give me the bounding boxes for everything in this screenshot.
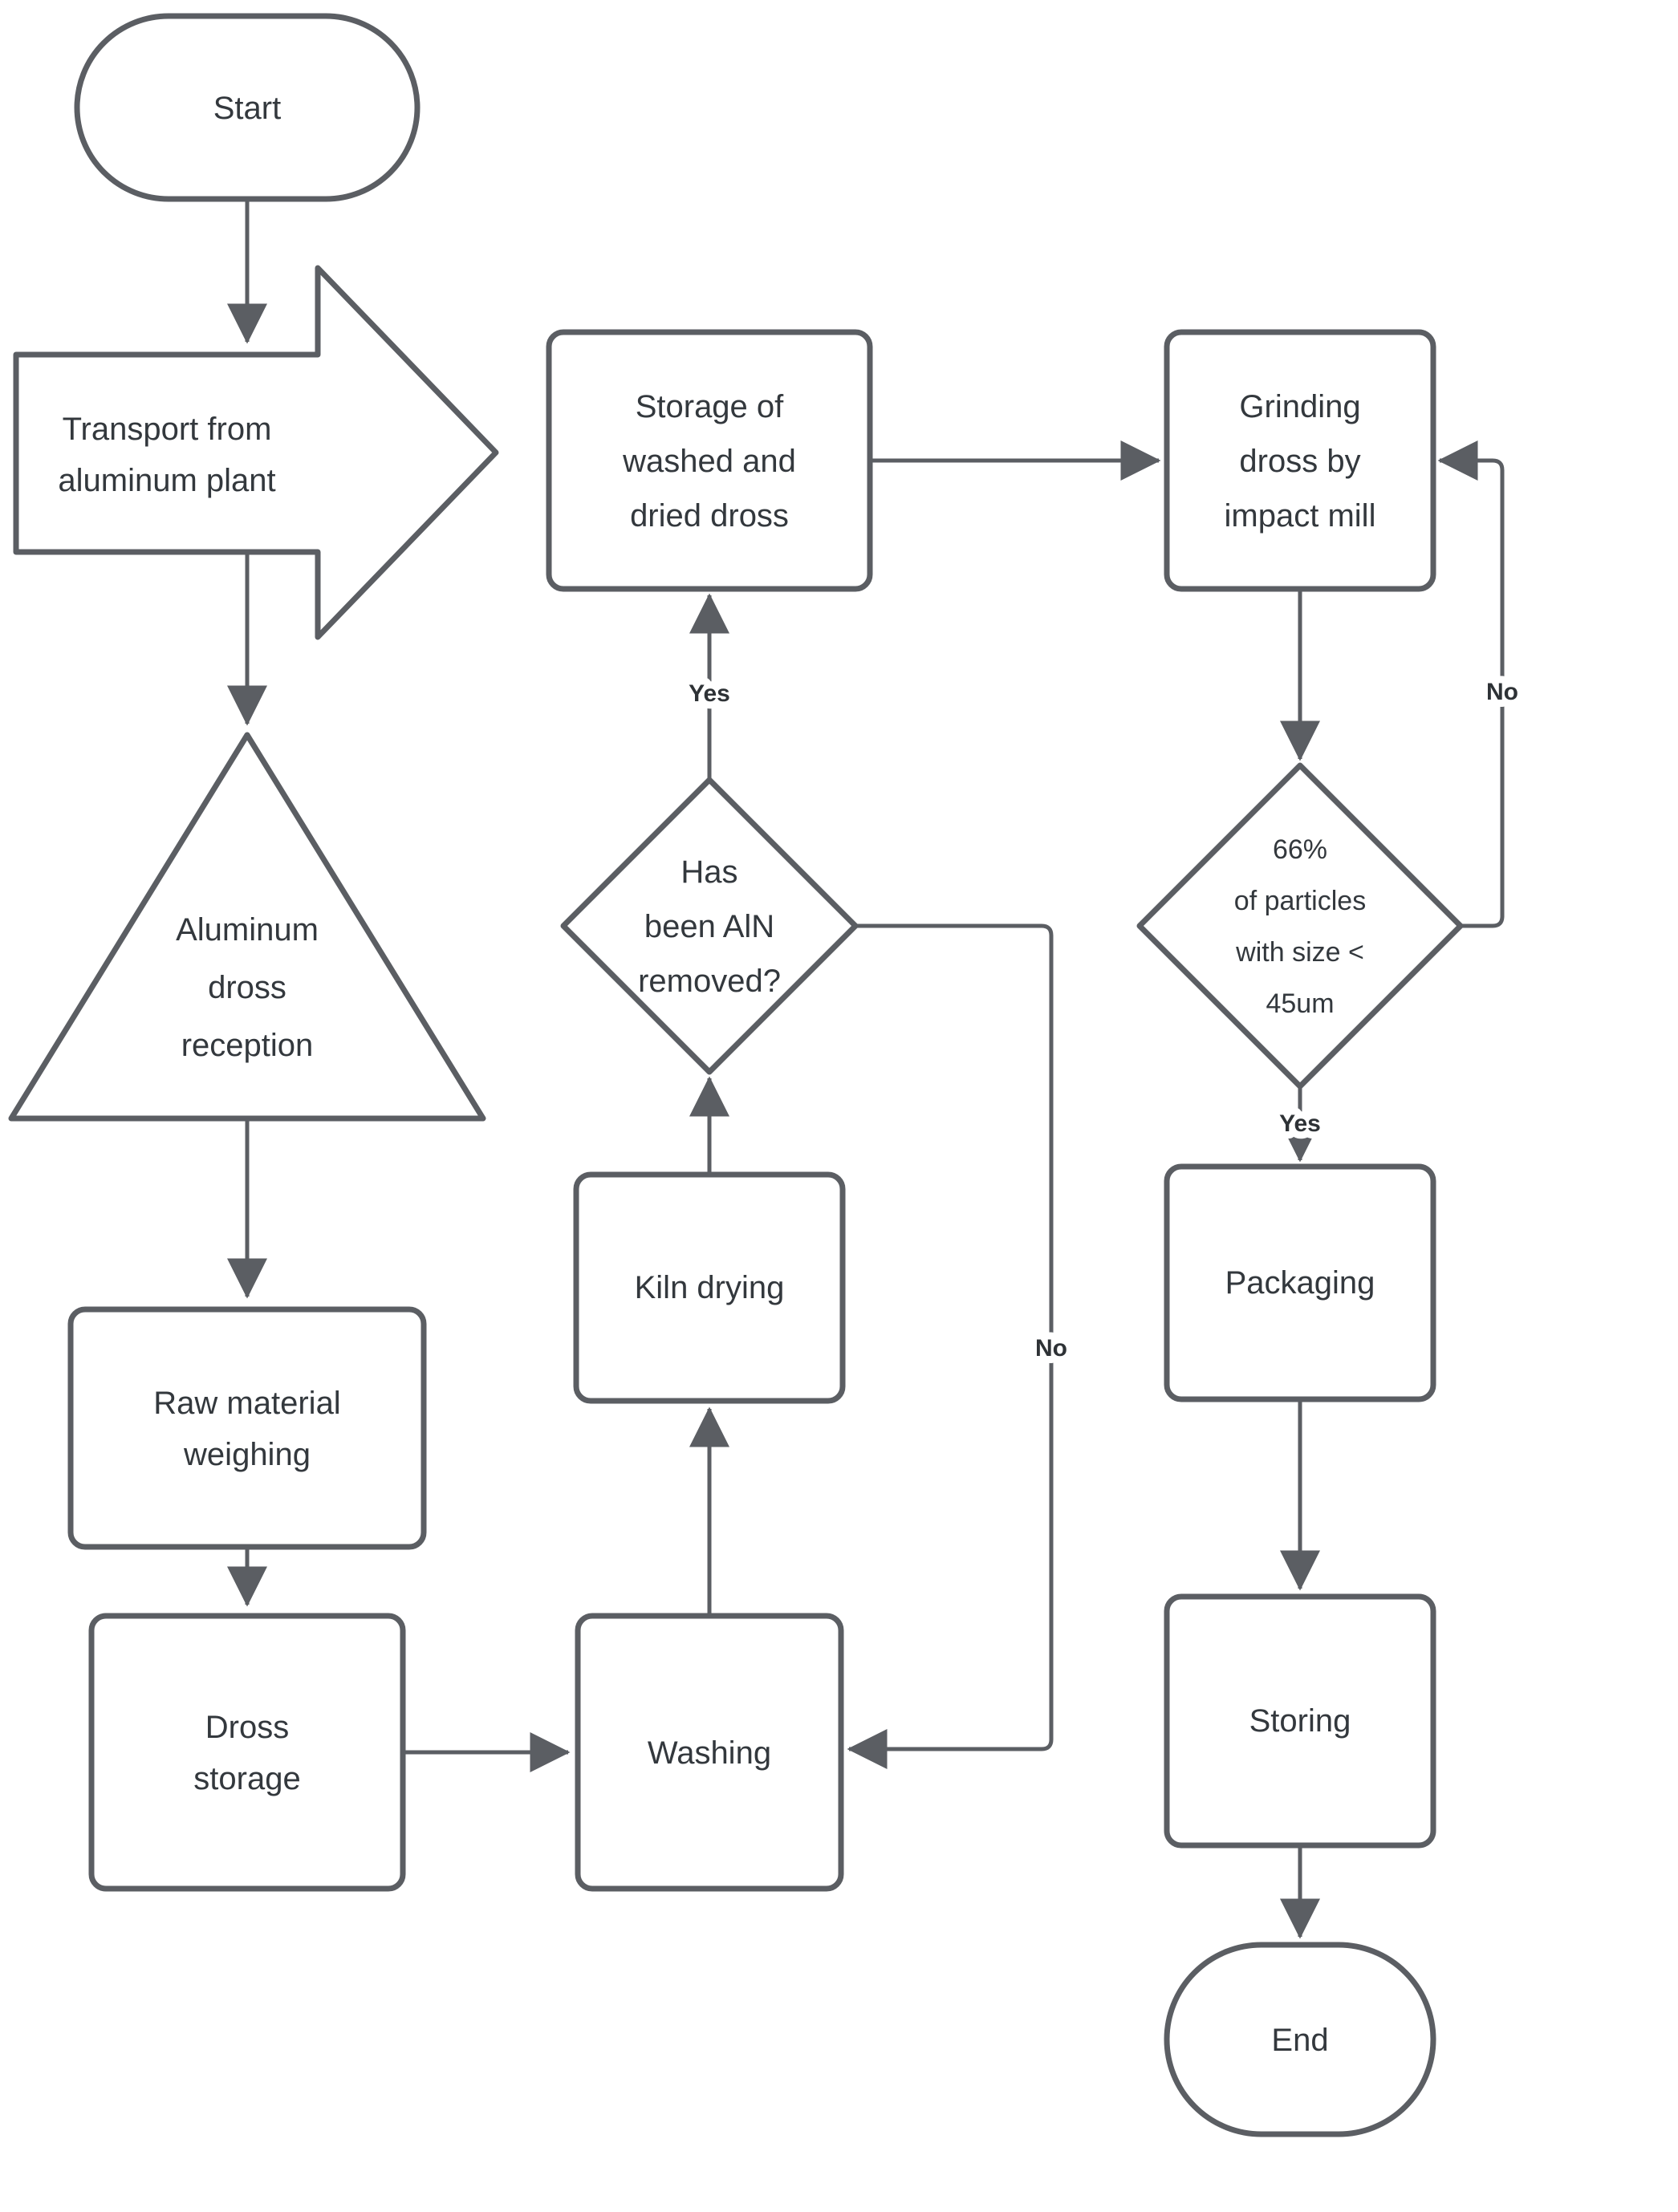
particle-size-label-line1: 66% <box>1273 834 1327 865</box>
particle-size-label-line3: with size < <box>1235 937 1364 968</box>
aln-removed-label-line2: been AlN <box>644 909 774 944</box>
node-packaging: Packaging <box>1164 1163 1436 1402</box>
storage-washed-dried-label-line2: washed and <box>622 444 796 479</box>
transport-label-line1: Transport from <box>63 412 272 447</box>
aln-removed-decision-shape <box>560 777 859 1075</box>
edge-label-no-size: No <box>1486 679 1518 705</box>
reception-triangle-shape <box>8 732 486 1122</box>
dross-storage-process-shape <box>88 1613 406 1892</box>
node-kiln-drying: Kiln drying <box>573 1171 846 1404</box>
node-particle-size: 66% of particles with size < 45um <box>1136 762 1464 1090</box>
edge-aln-removed-washing-no <box>847 923 1054 1769</box>
grinding-label-line3: impact mill <box>1225 498 1376 534</box>
reception-label-line3: reception <box>181 1028 314 1063</box>
weighing-label-line2: weighing <box>183 1437 311 1472</box>
dross-storage-label-line2: storage <box>193 1761 300 1796</box>
aln-removed-label-line1: Has <box>681 854 737 890</box>
storage-washed-dried-label-line1: Storage of <box>636 389 784 424</box>
node-transport: Transport from aluminum plant <box>13 265 499 640</box>
node-aln-removed: Has been AlN removed? <box>560 777 859 1075</box>
particle-size-decision-shape <box>1136 762 1464 1090</box>
node-dross-storage: Dross storage <box>88 1613 406 1892</box>
kiln-drying-label: Kiln drying <box>635 1270 785 1305</box>
weighing-process-shape <box>67 1306 427 1550</box>
kiln-drying-process-shape <box>573 1171 846 1404</box>
transport-label-line2: aluminum plant <box>58 463 275 498</box>
dross-storage-label-line1: Dross <box>205 1710 289 1745</box>
edge-label-yes-size: Yes <box>1279 1110 1321 1137</box>
aln-removed-label-line3: removed? <box>638 964 781 999</box>
storage-washed-dried-label-line3: dried dross <box>630 498 789 534</box>
grinding-label-line1: Grinding <box>1239 389 1360 424</box>
start-label: Start <box>213 91 281 126</box>
end-terminator-shape <box>1164 1942 1436 2137</box>
storage-washed-dried-process-shape <box>546 329 873 592</box>
packaging-label: Packaging <box>1225 1265 1375 1301</box>
storing-label: Storing <box>1249 1703 1351 1739</box>
weighing-label-line1: Raw material <box>153 1386 340 1421</box>
washing-process-shape <box>575 1613 844 1892</box>
node-storing: Storing <box>1164 1593 1436 1849</box>
node-weighing: Raw material weighing <box>67 1306 427 1550</box>
edge-label-yes-aln: Yes <box>689 680 730 707</box>
start-terminator-shape <box>74 13 421 202</box>
edge-particle-size-grinding-no <box>1437 440 1505 928</box>
edge-label-no-aln: No <box>1035 1335 1067 1362</box>
node-end: End <box>1164 1942 1436 2137</box>
transport-block-arrow-shape <box>13 265 499 640</box>
node-storage-washed-dried: Storage of washed and dried dross <box>546 329 873 592</box>
grinding-process-shape <box>1164 329 1436 592</box>
particle-size-label-line4: 45um <box>1266 988 1334 1019</box>
reception-label-line1: Aluminum <box>176 912 319 948</box>
packaging-process-shape <box>1164 1163 1436 1402</box>
node-washing: Washing <box>575 1613 844 1892</box>
node-reception: Aluminum dross reception <box>8 732 486 1122</box>
node-start: Start <box>74 13 421 202</box>
end-label: End <box>1271 2023 1328 2058</box>
washing-label: Washing <box>648 1735 771 1771</box>
reception-label-line2: dross <box>208 970 286 1005</box>
edges-layer <box>227 199 1505 1939</box>
node-grinding: Grinding dross by impact mill <box>1164 329 1436 592</box>
particle-size-label-line2: of particles <box>1234 886 1366 916</box>
storing-process-shape <box>1164 1593 1436 1849</box>
grinding-label-line2: dross by <box>1239 444 1360 479</box>
